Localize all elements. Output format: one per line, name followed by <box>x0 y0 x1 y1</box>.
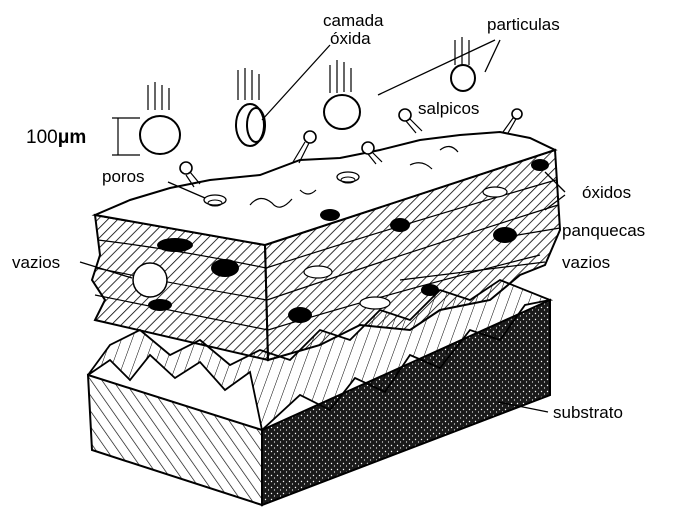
oxide-splat <box>493 227 517 243</box>
label-panquecas: panquecas <box>562 221 645 240</box>
particle-oxide-layer <box>236 68 265 146</box>
label-particulas: particulas <box>487 15 560 34</box>
scale-bar: 100μm <box>26 118 140 155</box>
label-oxida: óxida <box>330 29 371 48</box>
leader-particulas-2 <box>485 40 500 72</box>
particle <box>140 82 180 154</box>
oxide-splat <box>531 159 549 171</box>
splash <box>503 109 522 133</box>
oxide-splat <box>157 238 193 252</box>
label-oxidos: óxidos <box>582 183 631 202</box>
label-vazios-right: vazios <box>562 253 610 272</box>
leader-camada <box>262 45 330 120</box>
void-large <box>133 263 167 297</box>
label-poros: poros <box>102 167 145 186</box>
scale-label: 100μm <box>26 127 86 148</box>
substrate-front-face <box>88 375 262 505</box>
label-vazios-left: vazios <box>12 253 60 272</box>
label-camada: camada <box>323 11 384 30</box>
leader-particulas-1 <box>378 40 495 95</box>
oxide-splat <box>288 307 312 323</box>
label-salpicos: salpicos <box>418 99 479 118</box>
oxide-splat <box>148 299 172 311</box>
particle <box>451 37 475 91</box>
oxide-splat <box>320 209 340 221</box>
splash <box>293 131 316 163</box>
oxide-splat <box>390 218 410 232</box>
oxide-splat <box>421 284 439 296</box>
void <box>304 266 332 278</box>
oxide-splat <box>211 259 239 277</box>
particle <box>324 60 360 129</box>
void <box>360 297 390 309</box>
void <box>483 187 507 197</box>
label-substrato: substrato <box>553 403 623 422</box>
